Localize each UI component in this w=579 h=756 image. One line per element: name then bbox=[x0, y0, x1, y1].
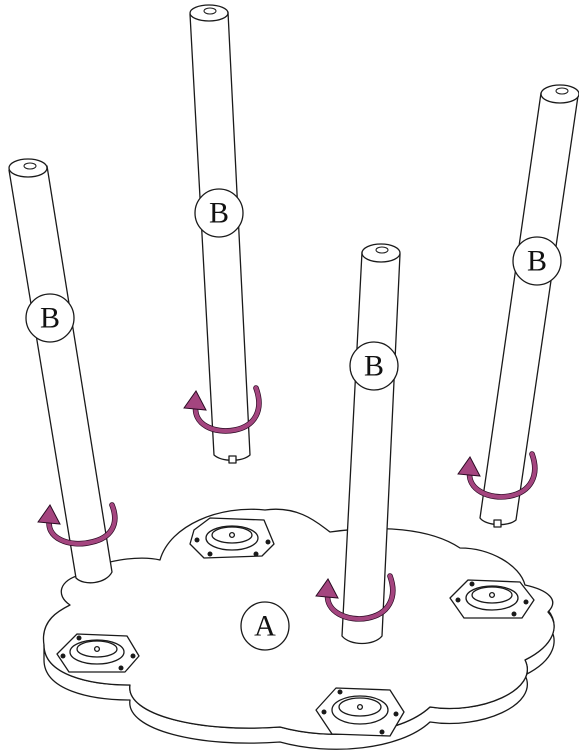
svg-text:A: A bbox=[254, 610, 276, 643]
svg-text:B: B bbox=[527, 245, 547, 278]
base-panel bbox=[42, 508, 555, 750]
label-b-right: B bbox=[512, 236, 562, 286]
mounting-plate-left bbox=[56, 633, 140, 673]
mounting-plate-right bbox=[449, 579, 535, 619]
base-top bbox=[42, 508, 555, 735]
svg-text:B: B bbox=[209, 197, 229, 230]
rotate-clockwise-arrow-icon bbox=[457, 451, 538, 500]
rotate-clockwise-arrow-icon bbox=[37, 502, 118, 547]
label-b-front-center: B bbox=[349, 341, 399, 391]
rotate-clockwise-arrow-icon bbox=[183, 385, 262, 434]
svg-text:B: B bbox=[364, 350, 384, 383]
leg-back-left bbox=[8, 158, 113, 584]
label-b-back-left: B bbox=[25, 293, 75, 343]
label-a-base: A bbox=[240, 601, 290, 651]
mounting-plate-back bbox=[189, 517, 275, 559]
mounting-plate-front bbox=[315, 687, 405, 737]
leg-right bbox=[479, 84, 579, 528]
rotate-clockwise-arrow-icon bbox=[315, 573, 396, 622]
label-b-back-center: B bbox=[194, 188, 244, 238]
svg-text:B: B bbox=[40, 302, 60, 335]
